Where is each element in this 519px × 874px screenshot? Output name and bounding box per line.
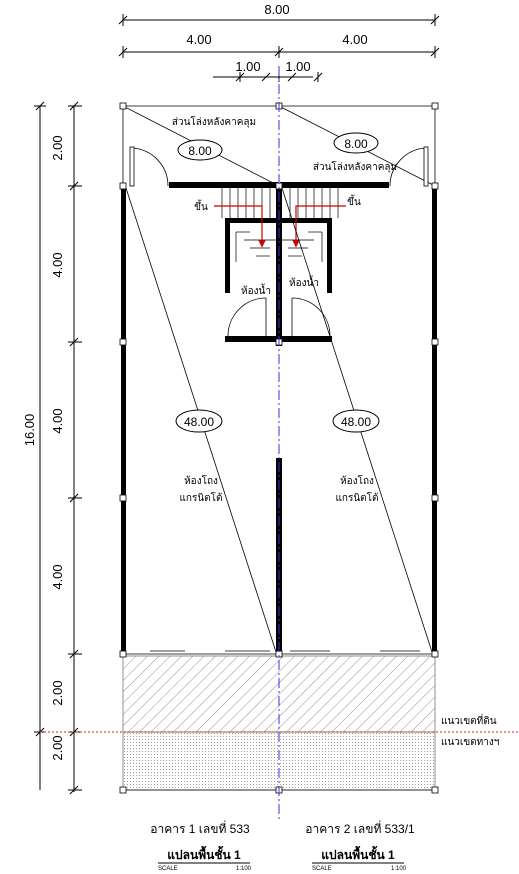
scale-value-2: 1:100 [391,866,407,872]
bath-door-left [227,297,267,337]
hall-label-right-line1: ห้องโถง [340,474,374,487]
dim-seg-5: 2.00 [50,680,65,705]
roof-area-right: 8.00 [344,137,368,151]
way-boundary-label: แนวเขตทางฯ [441,737,499,748]
dim-seg-4: 4.00 [50,564,65,589]
plan-2-title: แปลนพื้นชั้น 1 [321,845,395,862]
front-openings [126,650,432,655]
hall-area-tag-right [332,409,380,433]
top-dimension-lines [118,14,440,82]
roof-area-tag-right [333,132,379,154]
building-1-caption: อาคาร 1 เลขที่ 533 [150,820,250,836]
rear-door-left [129,146,169,187]
dim-seg-6: 2.00 [50,735,65,760]
hall-area-tag-left [175,409,223,433]
dim-overall-width: 8.00 [264,2,289,17]
dim-half-width-right: 4.00 [342,32,367,47]
dim-seg-1: 2.00 [50,135,65,160]
scale-value-1: 1:100 [236,866,252,872]
hall-area-left: 48.00 [184,415,214,429]
scale-word-2: SCALE [312,866,332,872]
dim-offset-left: 1.00 [235,59,260,74]
hall-label-left-line1: ห้องโถง [184,474,218,487]
hall-label-right-line2: แกรนิตโต้ [335,491,378,504]
roof-area-tag-left [177,139,223,161]
bath-label-right: ห้องน้ำ [289,275,319,289]
roof-area-left: 8.00 [188,144,212,158]
roof-label-left: ส่วนโล่งหลังคาคลุม [172,115,256,128]
hall-label-left-line2: แกรนิตโต้ [179,491,222,504]
dim-seg-3: 4.00 [50,408,65,433]
scale-word-1: SCALE [158,866,178,872]
stair-up-label-left: ขึ้น [194,199,208,213]
rear-door-right [389,146,429,187]
dim-offset-right: 1.00 [285,59,310,74]
hall-area-right: 48.00 [341,415,371,429]
land-boundary-label: แนวเขตที่ดิน [441,713,497,727]
staircase-left [221,188,276,262]
dim-half-width-left: 4.00 [186,32,211,47]
dim-seg-2: 4.00 [50,252,65,277]
roof-label-right: ส่วนโล่งหลังคาคลุม [313,160,397,173]
building-2-caption: อาคาร 2 เลขที่ 533/1 [305,820,415,836]
plan-1-title: แปลนพื้นชั้น 1 [167,845,241,862]
dim-overall-depth: 16.00 [22,414,37,447]
stair-up-label-right: ขึ้น [347,194,361,208]
bath-door-right [291,297,331,337]
bath-label-left: ห้องน้ำ [241,283,271,297]
